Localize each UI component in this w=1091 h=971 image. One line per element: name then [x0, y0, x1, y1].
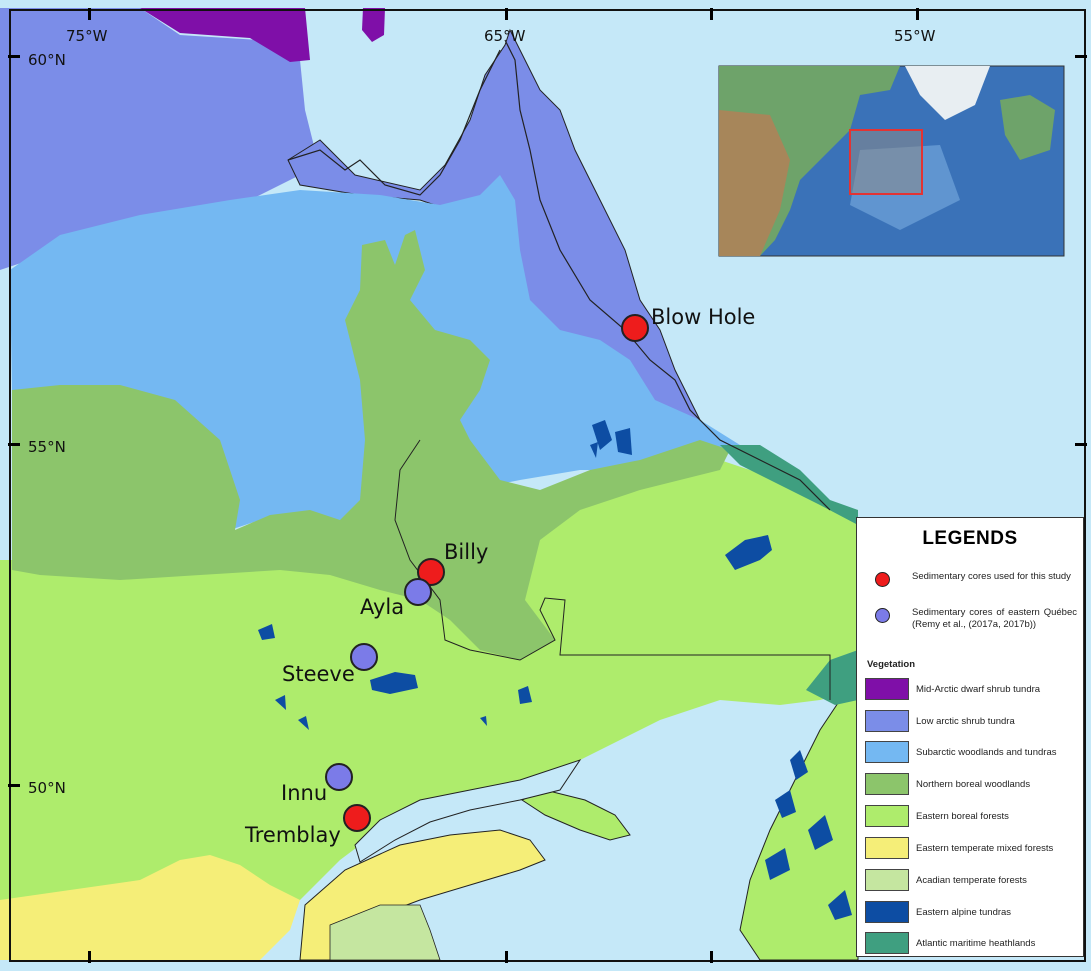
legend-vegetation-label: Acadian temperate forests: [916, 874, 1027, 886]
atlantic-heathland-coast: [720, 445, 858, 525]
zone-northern-boreal-woodlands: [12, 230, 730, 660]
legend-vegetation-label: Eastern temperate mixed forests: [916, 842, 1054, 854]
legend-vegetation-item: Eastern boreal forests: [865, 804, 1079, 828]
longitude-label: 75°W: [66, 27, 108, 45]
atlantic-heathland-west: [806, 650, 858, 705]
purple-dot-icon: [875, 608, 890, 623]
legend-vegetation-label: Eastern boreal forests: [916, 810, 1009, 822]
latitude-label: 55°N: [28, 438, 66, 456]
site-innu[interactable]: Innu: [281, 763, 353, 805]
legend-vegetation-heading: Vegetation: [867, 659, 916, 670]
site-marker: [404, 578, 432, 606]
legend-box: LEGENDS Sedimentary cores used for this …: [856, 517, 1084, 957]
site-marker: [621, 314, 649, 342]
site-label: Tremblay: [244, 823, 341, 847]
legend-vegetation-item: Eastern temperate mixed forests: [865, 836, 1079, 860]
zone-temperate-mixed-forests: [0, 855, 300, 960]
red-dot-icon: [875, 572, 890, 587]
zone-mid-arctic-tundra: [140, 8, 310, 62]
zone-mid-arctic-tundra-islet: [362, 8, 385, 42]
latitude-label: 50°N: [28, 779, 66, 797]
legend-vegetation-item: Subarctic woodlands and tundras: [865, 740, 1079, 764]
legend-title: LEGENDS: [922, 528, 1018, 549]
legend-vegetation-label: Northern boreal woodlands: [916, 778, 1031, 790]
inset-study-area-frame: [849, 129, 923, 195]
site-marker: [343, 804, 371, 832]
site-steeve[interactable]: Steeve: [282, 643, 378, 686]
site-blow-hole[interactable]: Blow Hole: [621, 305, 755, 342]
color-swatch: [865, 678, 909, 700]
site-marker: [350, 643, 378, 671]
alpine-tundra-patches: [258, 420, 852, 920]
site-marker: [325, 763, 353, 791]
site-marker: [417, 558, 445, 586]
legend-vegetation-label: Atlantic maritime heathlands: [916, 937, 1036, 949]
st-lawrence-estuary: [354, 759, 582, 863]
color-swatch: [865, 805, 909, 827]
legend-vegetation-label: Low arctic shrub tundra: [916, 715, 1015, 727]
legend-vegetation-item: Northern boreal woodlands: [865, 772, 1079, 796]
color-swatch: [865, 710, 909, 732]
color-swatch: [865, 837, 909, 859]
zone-low-arctic-tundra-west: [0, 8, 315, 270]
site-ayla[interactable]: Ayla: [360, 578, 432, 619]
legend-vegetation-label: Mid-Arctic dwarf shrub tundra: [916, 683, 1041, 695]
ungava-bay-coast: [287, 49, 501, 196]
legend-vegetation-item: Atlantic maritime heathlands: [865, 931, 1079, 955]
longitude-label: 55°W: [894, 27, 936, 45]
legend-core-eastern-quebec: Sedimentary cores of eastern Québec (Rem…: [875, 607, 1077, 631]
color-swatch: [865, 741, 909, 763]
site-label: Steeve: [282, 662, 355, 686]
zone-eastern-boreal-east: [560, 495, 858, 655]
latitude-label: 60°N: [28, 51, 66, 69]
site-billy[interactable]: Billy: [417, 540, 488, 586]
legend-core-this-study: Sedimentary cores used for this study: [875, 571, 1077, 587]
color-swatch: [865, 932, 909, 954]
legend-vegetation-item: Acadian temperate forests: [865, 868, 1079, 892]
legend-core-text: Sedimentary cores of eastern Québec (Rem…: [912, 607, 1077, 630]
site-label: Innu: [281, 781, 327, 805]
site-label: Billy: [444, 540, 488, 564]
map-frame: [9, 9, 1086, 962]
legend-core-text: Sedimentary cores used for this study: [912, 571, 1071, 582]
provincial-boundary: [394, 439, 831, 700]
color-swatch: [865, 773, 909, 795]
site-label: Blow Hole: [651, 305, 755, 329]
legend-vegetation-label: Eastern alpine tundras: [916, 906, 1012, 918]
color-swatch: [865, 869, 909, 891]
legend-vegetation-item: Low arctic shrub tundra: [865, 709, 1079, 733]
inset-overview-map: [718, 65, 1065, 257]
legend-vegetation-item: Eastern alpine tundras: [865, 900, 1079, 924]
anticosti-island: [520, 789, 631, 841]
site-tremblay[interactable]: Tremblay: [244, 804, 371, 847]
site-label: Ayla: [360, 595, 404, 619]
legend-vegetation-item: Mid-Arctic dwarf shrub tundra: [865, 677, 1079, 701]
longitude-label: 65°W: [484, 27, 526, 45]
color-swatch: [865, 901, 909, 923]
legend-vegetation-label: Subarctic woodlands and tundras: [916, 746, 1057, 758]
